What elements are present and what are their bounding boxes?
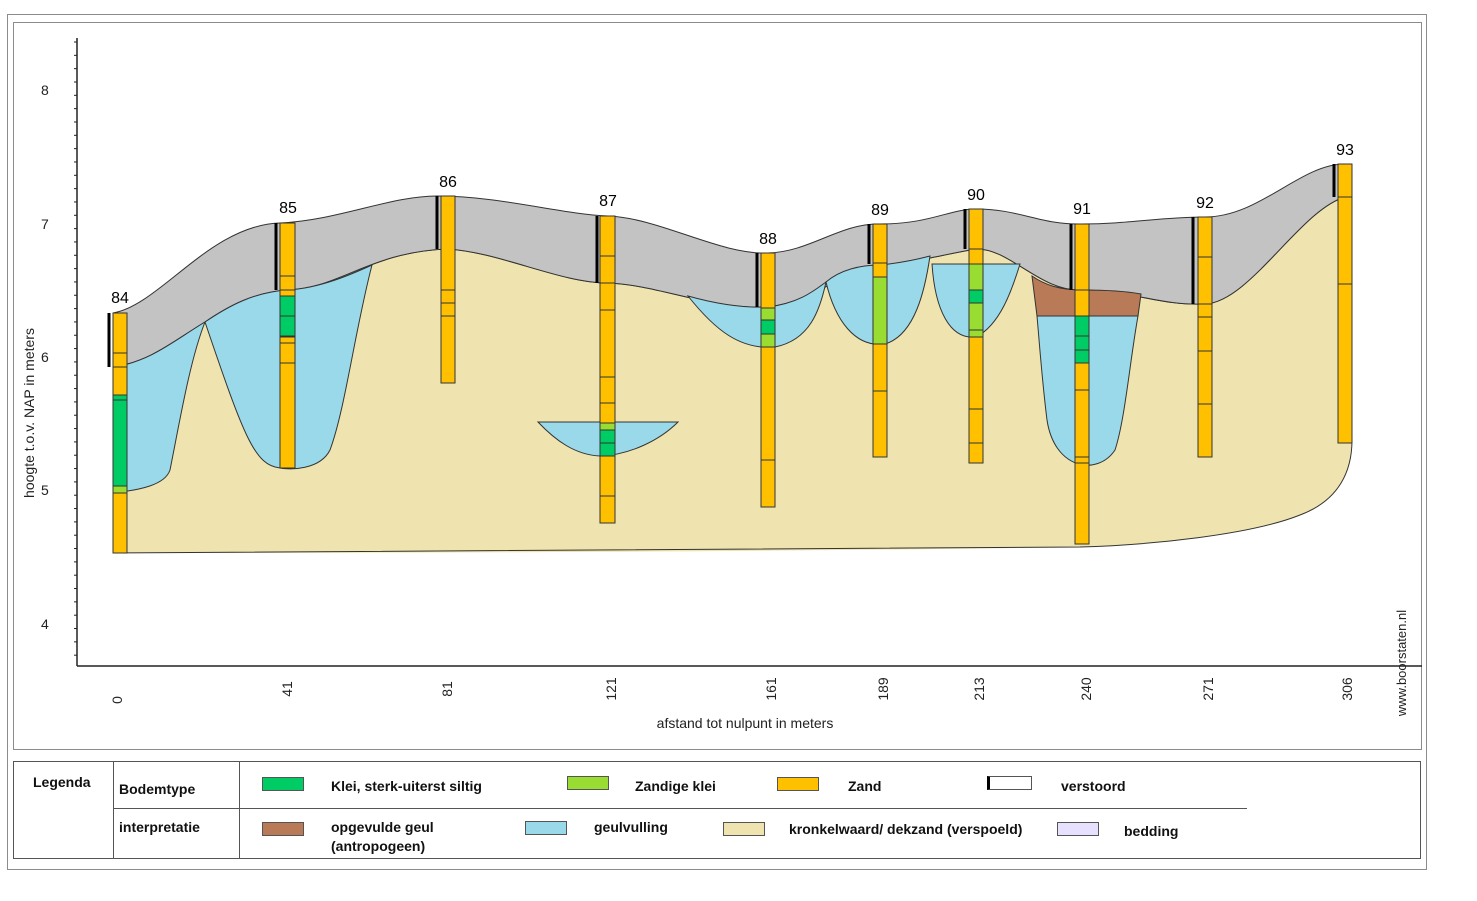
borehole-number: 85	[279, 200, 297, 217]
x-tick-label: 81	[439, 681, 455, 697]
borehole-88[interactable]: 88	[755, 231, 777, 508]
borehole-number: 91	[1073, 201, 1091, 218]
figure-frame	[7, 14, 1427, 870]
legend: Legenda Bodemtype interpretatie Klei, st…	[13, 761, 1421, 859]
borehole-number: 86	[439, 174, 457, 191]
legend-row-label: interpretatie	[119, 819, 200, 835]
legend-item: kronkelwaard/ dekzand (verspoeld)	[789, 821, 1023, 837]
borehole-90[interactable]: 90	[963, 187, 985, 464]
y-tick-label: 7	[41, 216, 49, 232]
borehole-number: 89	[871, 202, 889, 219]
y-axis-ticks	[74, 41, 77, 656]
x-tick-labels: 0 41 81 121 161 189 213 240 271 306	[109, 677, 1355, 704]
x-axis-label: afstand tot nulpunt in meters	[657, 715, 834, 731]
x-tick-label: 213	[971, 677, 987, 701]
legend-item: geulvulling	[594, 819, 668, 835]
legend-item: opgevulde geul	[331, 819, 434, 835]
legend-title: Legenda	[33, 774, 91, 790]
legend-divider	[113, 762, 114, 858]
y-tick-labels: 8 7 6 5 4	[41, 82, 49, 632]
x-tick-label: 161	[763, 677, 779, 701]
borehole-89[interactable]: 89	[867, 202, 889, 458]
zand-swatch	[777, 777, 819, 791]
x-tick-label: 271	[1200, 677, 1216, 701]
legend-item: (antropogeen)	[331, 838, 426, 854]
legend-item: verstoord	[1061, 778, 1126, 794]
legend-item: Zandige klei	[635, 778, 716, 794]
kronkelwaard-swatch	[723, 822, 765, 836]
y-tick-label: 8	[41, 82, 49, 98]
opgevulde-geul-swatch	[262, 822, 304, 836]
borehole-number: 93	[1336, 142, 1354, 159]
legend-item: Zand	[848, 778, 882, 794]
legend-divider	[113, 808, 1247, 809]
legend-row-label: Bodemtype	[119, 781, 196, 797]
borehole-86[interactable]: 86	[435, 174, 457, 384]
top-layer-area	[112, 163, 1346, 368]
legend-item: bedding	[1124, 823, 1179, 839]
cross-section: 8 7 6 5 4 hoogte t.o.v. NAP in meters 0 …	[21, 38, 1422, 731]
geulvulling-swatch	[525, 821, 567, 835]
y-tick-label: 4	[41, 616, 49, 632]
credit-text: www.boorstaten.nl	[1394, 610, 1409, 717]
y-axis-label: hoogte t.o.v. NAP in meters	[21, 328, 37, 498]
borehole-91[interactable]: 91	[1069, 201, 1091, 545]
borehole-number: 84	[111, 290, 129, 307]
klei-swatch	[262, 777, 304, 791]
bedding-swatch	[1057, 822, 1099, 836]
legend-item: Klei, sterk-uiterst siltig	[331, 778, 482, 794]
x-tick-label: 240	[1078, 677, 1094, 701]
borehole-number: 87	[599, 193, 617, 210]
x-tick-label: 189	[875, 677, 891, 701]
borehole-number: 90	[967, 187, 985, 204]
verstoord-swatch	[987, 776, 1032, 790]
borehole-87[interactable]: 87	[595, 193, 617, 524]
x-tick-label: 306	[1339, 677, 1355, 701]
x-tick-label: 41	[279, 681, 295, 697]
y-tick-label: 5	[41, 482, 49, 498]
borehole-number: 92	[1196, 195, 1214, 212]
x-tick-label: 121	[603, 677, 619, 701]
legend-divider	[239, 762, 240, 858]
plot-area	[13, 22, 1422, 750]
y-tick-label: 6	[41, 349, 49, 365]
zandige-klei-swatch	[567, 776, 609, 790]
x-tick-label: 0	[109, 696, 125, 704]
channel-fill-84	[112, 320, 207, 494]
borehole-93[interactable]: 93	[1332, 142, 1354, 444]
borehole-92[interactable]: 92	[1191, 195, 1214, 458]
borehole-number: 88	[759, 231, 777, 248]
borehole-85[interactable]: 85	[274, 200, 297, 469]
borehole-84[interactable]: 84	[107, 290, 129, 554]
